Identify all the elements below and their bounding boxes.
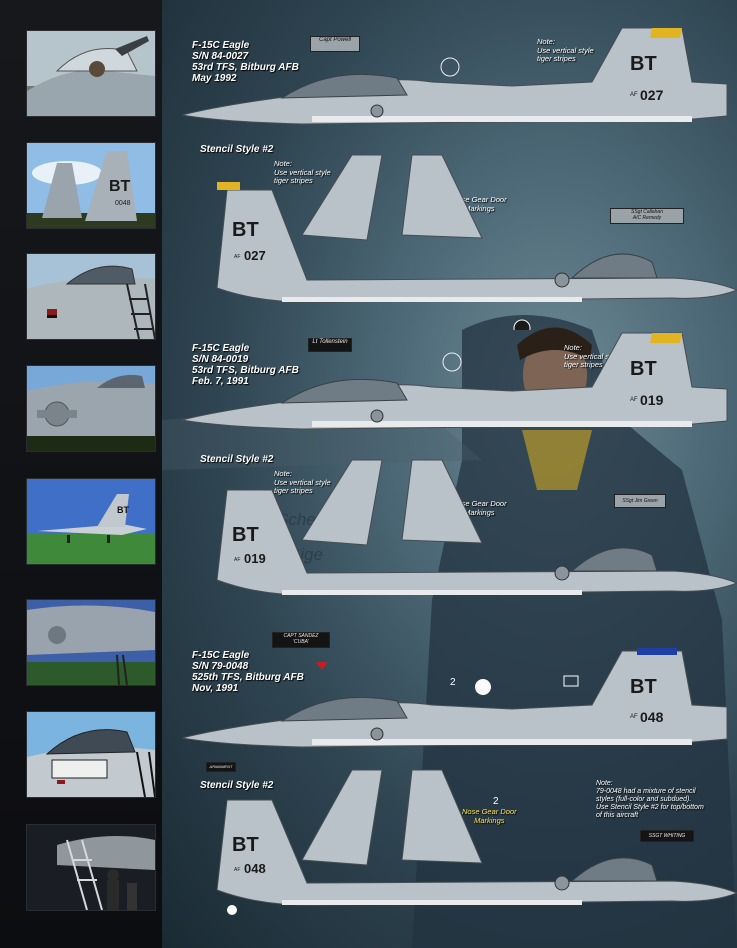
caption-date: May 1992 [192, 73, 237, 84]
note-mixed-stencils: Note: 79-0048 had a mixture of stencil s… [596, 780, 704, 819]
note-tiger-stripes-2: Note: Use vertical style tiger stripes [274, 159, 331, 185]
caption-type: F-15C Eagle [192, 343, 250, 354]
note-tiger-stripes-4: Note: Use vertical style tiger stripes [274, 469, 331, 495]
photo-crew-ladder [26, 824, 156, 911]
decal-number-2a: 2 [450, 677, 456, 688]
caption-serial: S/N 79-0048 [192, 661, 249, 672]
squadron-emblem-icon [440, 57, 460, 77]
note-tiger-stripes-1: Note: Use vertical style tiger stripes [537, 37, 594, 63]
caption-unit: 53rd TFS, Bitburg AFB [192, 365, 299, 376]
crest-icon [227, 905, 237, 915]
tail-number-6: 048 [244, 861, 266, 876]
tail-code-5: BT [630, 676, 657, 698]
pilot-name: CAPT SANDEZ [283, 633, 319, 639]
photo-canopy-rail [26, 711, 156, 798]
crew-chief-placard-1: SSgt Callahan A/C Remedy [610, 208, 684, 224]
caption-date: Nov, 1991 [192, 683, 239, 694]
tail-af-1: AF [630, 92, 638, 98]
svg-text:BT: BT [109, 178, 131, 195]
armament-placard: ARMAMENT [206, 762, 236, 772]
pilot-name: Lt Tollenstein [312, 339, 348, 345]
photo-fuselage-insignia [26, 365, 156, 452]
photo-cockpit-pilot [26, 30, 156, 117]
photo-tail-bt: BT 0048 [26, 142, 156, 229]
warning-triangle-icon [316, 662, 328, 670]
tail-number-4: 019 [244, 551, 266, 566]
tail-af-5: AF [630, 714, 638, 720]
tail-number-2: 027 [244, 248, 266, 263]
pilot-name-placard-1: Capt Powell [310, 36, 360, 52]
caption-aircraft-3: F-15C Eagle S/N 79-0048 525th TFS, Bitbu… [192, 650, 304, 694]
aircraft-side-6: BT AF 048 [216, 769, 737, 915]
caption-serial: S/N 84-0027 [192, 51, 249, 62]
decal-number-2b: 2 [493, 796, 499, 807]
caption-aircraft-1: F-15C Eagle S/N 84-0027 53rd TFS, Bitbur… [192, 40, 299, 84]
pilot-name-placard-3: CAPT SANDEZ 'CUBA' [272, 632, 330, 648]
tail-number-5: 048 [640, 709, 664, 725]
pilot-name-placard-2: Lt Tollenstein [308, 338, 352, 352]
tail-af-4: AF [234, 557, 240, 563]
tail-code-6: BT [232, 834, 259, 856]
caption-type: F-15C Eagle [192, 40, 250, 51]
tail-number-1: 027 [640, 87, 664, 103]
tail-af-2: AF [234, 254, 240, 260]
unit-badge-icon [475, 679, 491, 695]
photo-cockpit-ladder [26, 253, 156, 340]
crew-name: 'CUBA' [293, 639, 309, 645]
tail-code-1: BT [630, 53, 657, 75]
tail-code-4: BT [232, 524, 259, 546]
caption-date: Feb. 7, 1991 [192, 376, 249, 387]
squadron-emblem-icon [442, 352, 462, 372]
tail-number-3: 019 [640, 392, 664, 408]
svg-text:0048: 0048 [115, 200, 131, 207]
decal-panel: Schemo Gige F-15C Eagle S/N 84-0027 53rd… [162, 0, 737, 948]
svg-text:BT: BT [117, 505, 129, 515]
aircraft-side-1: BT AF 027 [182, 27, 728, 125]
stencil-style-2: Stencil Style #2 [200, 454, 274, 465]
aircraft-side-3: BT AF 019 [182, 332, 728, 430]
photo-underside-hangar [26, 599, 156, 686]
stencil-style-1: Stencil Style #2 [200, 144, 274, 155]
caption-unit: 53rd TFS, Bitburg AFB [192, 62, 299, 73]
caption-unit: 525th TFS, Bitburg AFB [192, 672, 304, 683]
caption-serial: S/N 84-0019 [192, 354, 249, 365]
crew-chief-placard-2: SSgt Jim Green [614, 494, 666, 508]
aircraft-side-5: BT AF 048 [182, 648, 728, 748]
caption-aircraft-2: F-15C Eagle S/N 84-0019 53rd TFS, Bitbur… [192, 343, 299, 387]
pilot-name: Capt Powell [318, 37, 351, 43]
caption-type: F-15C Eagle [192, 650, 250, 661]
photo-parked-eagle: BT [26, 478, 156, 565]
nose-gear-note-3: Nose Gear Door Markings [462, 807, 517, 825]
tail-af-3: AF [630, 397, 638, 403]
tail-code-3: BT [630, 358, 657, 380]
tail-code-2: BT [232, 219, 259, 241]
tail-af-6: AF [234, 867, 240, 873]
stencil-style-3: Stencil Style #2 [200, 780, 274, 791]
aircraft-side-4: BT AF 019 [216, 459, 737, 596]
crew-chief-placard-3: SSGT WHITING [640, 830, 694, 842]
unit-badge-icon [513, 319, 531, 330]
aircraft-side-2: BT AF 027 [216, 154, 737, 330]
placard-frame-icon [563, 675, 579, 687]
